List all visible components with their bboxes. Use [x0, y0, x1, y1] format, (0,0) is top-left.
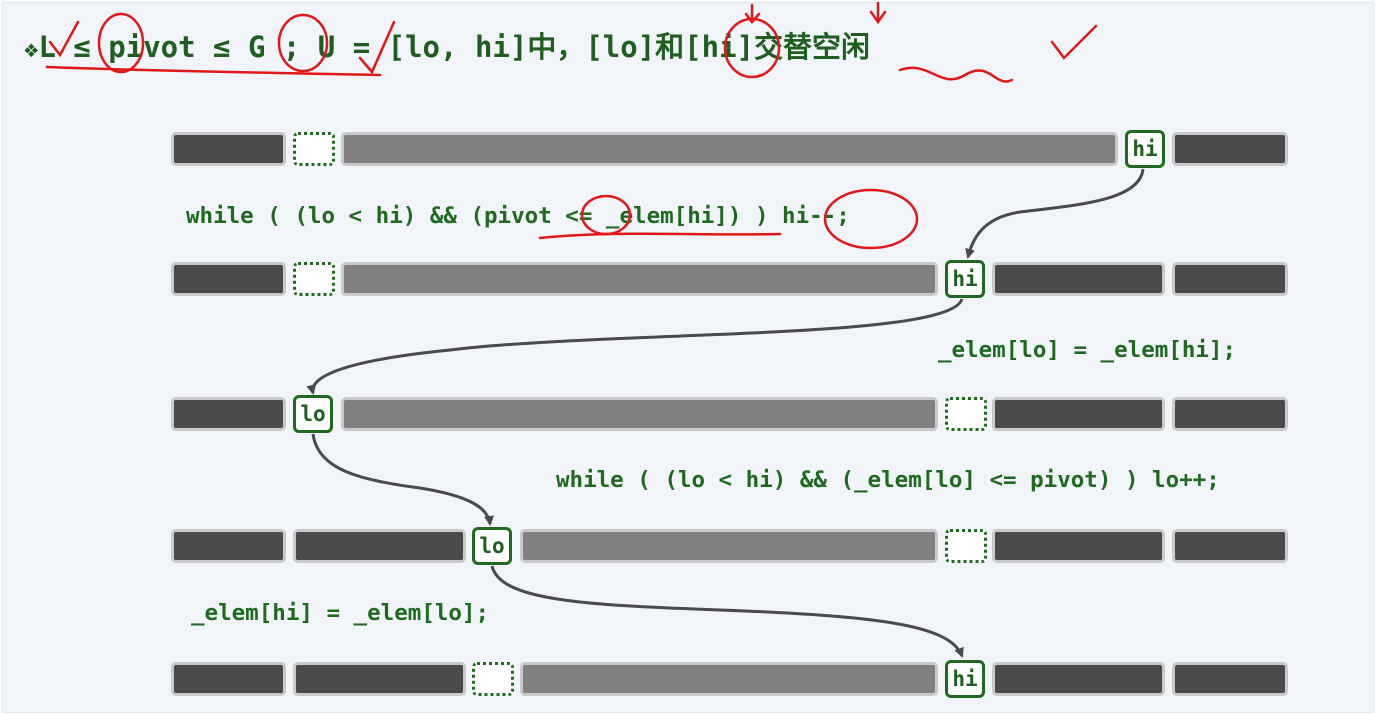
code-line-4: _elem[hi] = _elem[lo]; [191, 600, 490, 626]
segment-l-new [293, 662, 466, 696]
circle-le-1 [97, 12, 145, 74]
code-line-1: while ( (lo < hi) && (pivot <= _elem[hi]… [186, 203, 850, 229]
check-mark-2 [358, 20, 396, 75]
check-mark-1 [48, 20, 80, 58]
pointer-lo: lo [293, 395, 333, 433]
segment-l [171, 397, 286, 431]
empty-slot [293, 262, 335, 296]
segment-l [171, 529, 286, 563]
segment-l-new [293, 529, 466, 563]
check-mark-3 [1050, 24, 1098, 60]
diamond-bullet-icon: ❖ [24, 35, 39, 63]
segment-u [341, 397, 938, 431]
circle-le-2 [277, 13, 329, 73]
segment-g-new [992, 662, 1165, 696]
circle-le-code [580, 194, 632, 236]
segment-u [341, 132, 1118, 166]
segment-l [171, 132, 286, 166]
empty-slot [472, 662, 514, 696]
code-line-3: while ( (lo < hi) && (_elem[lo] <= pivot… [556, 467, 1220, 493]
empty-slot [293, 132, 335, 166]
pointer-hi: hi [945, 660, 985, 698]
squiggle-underline [898, 66, 1014, 83]
segment-g-new [992, 397, 1165, 431]
segment-l [171, 262, 286, 296]
segment-g [1172, 529, 1288, 563]
empty-slot [945, 529, 987, 563]
segment-g [1172, 662, 1288, 696]
segment-g [1172, 397, 1288, 431]
segment-u [520, 529, 938, 563]
circle-lo [723, 17, 781, 79]
title-text: L ≤ pivot ≤ G ; U = [lo, hi]中，[lo]和[hi]交… [38, 30, 870, 64]
segment-u [341, 262, 938, 296]
segment-g-new [992, 262, 1165, 296]
circle-hi-decrement [823, 188, 919, 250]
segment-u [520, 662, 938, 696]
underline-code [538, 232, 782, 240]
slide-title: ❖L ≤ pivot ≤ G ; U = [lo, hi]中，[lo]和[hi]… [24, 24, 870, 66]
segment-g-new [992, 529, 1165, 563]
segment-l [171, 662, 286, 696]
empty-slot [945, 397, 987, 431]
segment-g [1172, 262, 1288, 296]
pointer-lo: lo [472, 527, 512, 565]
arrow-down-hi [869, 1, 887, 25]
arrow-hi-to-lo [306, 298, 964, 395]
arrow-lo-move [311, 433, 494, 526]
code-line-2: _elem[lo] = _elem[hi]; [938, 337, 1237, 363]
segment-g [1172, 132, 1288, 166]
underline-title [45, 65, 382, 77]
arrow-hi-move-1 [965, 168, 1145, 259]
pointer-hi: hi [945, 260, 985, 298]
pointer-hi: hi [1125, 130, 1165, 168]
arrow-lo-to-hi [490, 565, 964, 658]
